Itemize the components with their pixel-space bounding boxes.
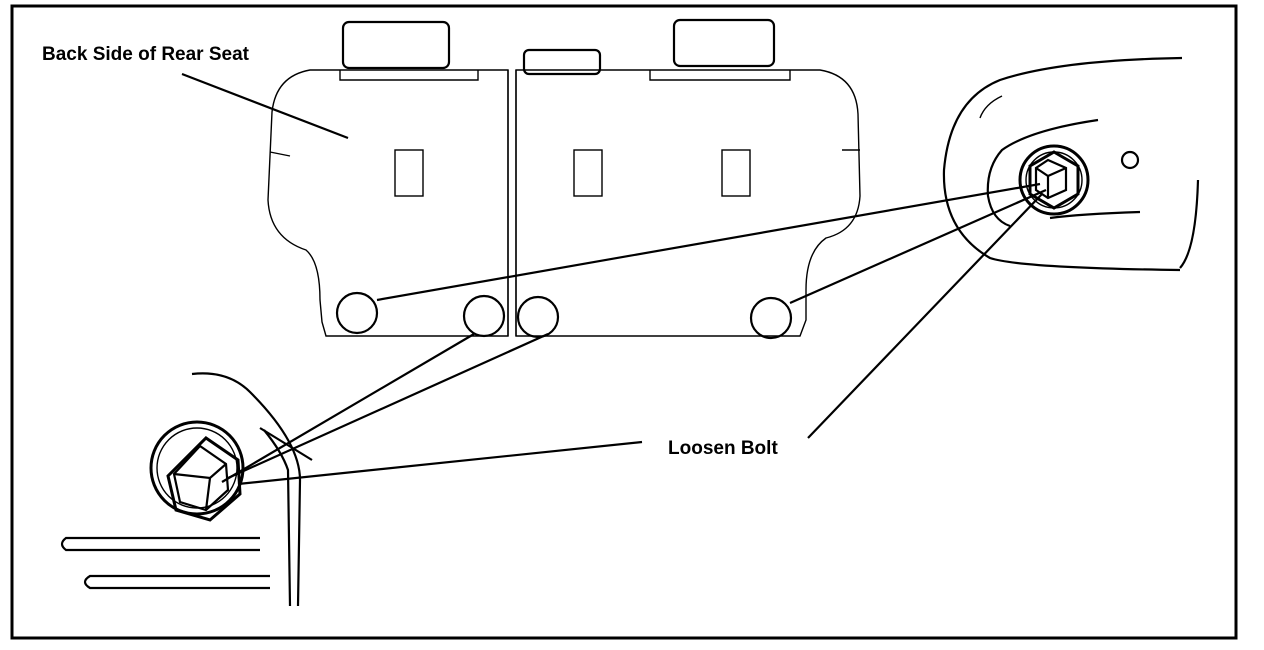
- seat-back-right-section: [515, 69, 861, 337]
- rear-seat: [267, 18, 861, 340]
- headrest-left: [341, 20, 451, 70]
- bolt-detail-right: [942, 56, 1200, 272]
- bolt-detail-left: [60, 372, 313, 607]
- leader-line: [227, 332, 549, 480]
- diagram-border: [10, 4, 1238, 640]
- bolt-location-circle: [462, 294, 506, 338]
- headrest-center: [522, 48, 602, 76]
- bolt-location-circle: [749, 296, 793, 340]
- bolt-location-circle: [335, 291, 379, 335]
- hex-bolt-head: [1028, 150, 1080, 210]
- hex-bolt-head: [166, 436, 242, 522]
- label-back-side-of-rear-seat: Back Side of Rear Seat: [42, 44, 250, 65]
- leader-line: [221, 333, 475, 483]
- seat-back-left-section: [267, 69, 509, 337]
- mounting-hole: [1120, 150, 1140, 170]
- leader-lines: [181, 72, 1047, 486]
- seat-slot: [394, 149, 424, 197]
- seat-slot: [573, 149, 603, 197]
- seat-slot: [721, 149, 751, 197]
- leader-line: [789, 188, 1047, 305]
- bolt-washer: [1018, 144, 1090, 216]
- bolt-washer: [149, 420, 245, 516]
- leader-loosen-bolt-left: [237, 440, 643, 486]
- headrest-right: [672, 18, 776, 68]
- label-loosen-bolt: Loosen Bolt: [668, 438, 778, 459]
- leader-loosen-bolt-right: [807, 193, 1043, 439]
- leader-back-side: [181, 72, 349, 140]
- bolt-location-circle: [516, 295, 560, 339]
- leader-line: [376, 182, 1041, 302]
